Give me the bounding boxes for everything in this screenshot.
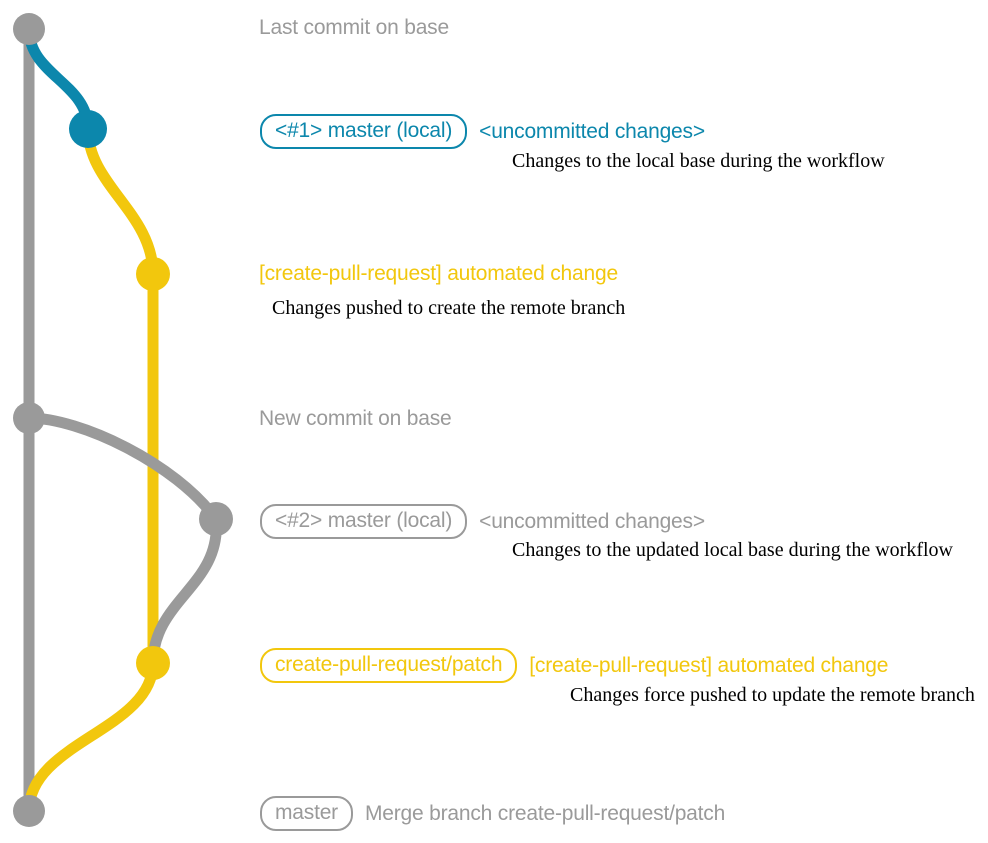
commit-row-master-local-2: <#2> master (local) <uncommitted changes… <box>260 504 705 539</box>
commit-description: Changes force pushed to update the remot… <box>570 684 975 706</box>
gray-branch-line-out <box>23 412 222 525</box>
commit-row-last-commit-on-base: Last commit on base <box>259 17 449 38</box>
commit-subject: [create-pull-request] automated change <box>259 262 618 285</box>
commit-row-merge: master Merge branch create-pull-request/… <box>260 796 725 831</box>
branch-pill-master-local-2[interactable]: <#2> master (local) <box>260 504 468 539</box>
commit-row-automated-change-1: [create-pull-request] automated change <box>259 263 618 284</box>
branch-pill-create-pull-request-patch[interactable]: create-pull-request/patch <box>260 648 518 683</box>
commit-row-new-commit-on-base: New commit on base <box>259 407 452 430</box>
commit-description: Changes to the local base during the wor… <box>512 150 885 172</box>
commit-node-automated-change-2[interactable] <box>136 646 170 680</box>
commit-row-master-local-1: <#1> master (local) <uncommitted changes… <box>260 114 705 149</box>
commit-description: Changes pushed to create the remote bran… <box>272 297 626 319</box>
gray-branch-line-in <box>147 513 222 669</box>
branch-pill-master[interactable]: master <box>260 796 353 831</box>
commit-subject: Last commit on base <box>259 16 449 39</box>
commit-node-master-local-2[interactable] <box>199 502 233 536</box>
commit-node-master-local-1[interactable] <box>69 110 107 148</box>
commit-subject: <uncommitted changes> <box>479 120 705 143</box>
branch-pill-master-local-1[interactable]: <#1> master (local) <box>260 114 468 149</box>
commit-node-new-commit-on-base[interactable] <box>13 402 45 434</box>
commit-row-automated-change-2: create-pull-request/patch [create-pull-r… <box>260 648 888 683</box>
commit-subject: New commit on base <box>259 407 452 430</box>
commit-subject: <uncommitted changes> <box>479 510 705 533</box>
commit-description: Changes to the updated local base during… <box>512 539 953 561</box>
commit-subject: Merge branch create-pull-request/patch <box>364 802 726 825</box>
commit-subject: [create-pull-request] automated change <box>529 654 889 677</box>
commit-node-automated-change-1[interactable] <box>136 257 170 291</box>
yellow-merge-line <box>23 657 159 817</box>
commit-node-merge[interactable] <box>13 795 45 827</box>
yellow-branch-line-upper <box>82 123 159 280</box>
commit-node-last-commit-on-base[interactable] <box>13 13 45 45</box>
